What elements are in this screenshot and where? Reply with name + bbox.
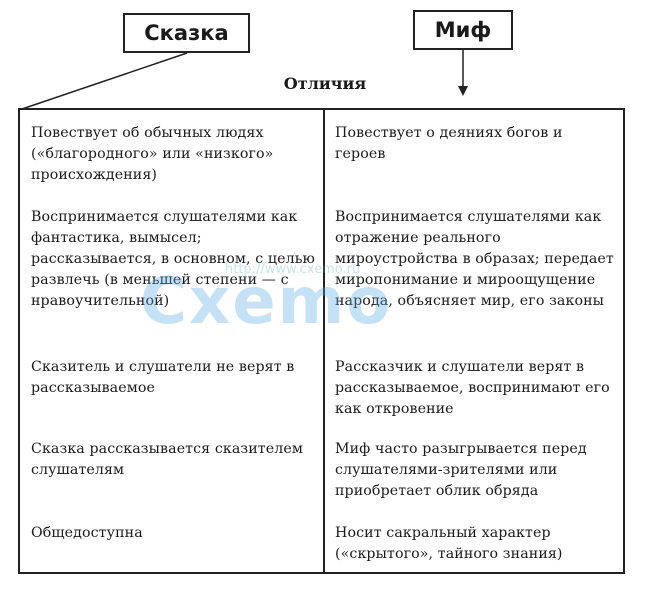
row-5-left-cell: Общедоступна bbox=[31, 525, 143, 541]
mif-title: Миф bbox=[434, 18, 492, 42]
row-1-right-cell: Повествует о деяниях богов и героев bbox=[335, 125, 563, 162]
skazka-title: Сказка bbox=[144, 21, 229, 45]
mif-header-box: Миф bbox=[413, 10, 513, 50]
row-3-right-cell: Рассказчик и слушатели верят в рассказыв… bbox=[335, 359, 610, 417]
left-connector-line bbox=[21, 52, 188, 110]
row-4-left-cell: Сказка рассказывается сказителем слушате… bbox=[31, 441, 303, 478]
row-4-right-cell: Миф часто разыгрывается перед слушателям… bbox=[335, 441, 587, 499]
comparison-table: Повествует об обычных людях («благородно… bbox=[18, 108, 625, 574]
row-2-left-cell: Воспринимается слушателями как фантастик… bbox=[31, 209, 315, 309]
row-1-left-cell: Повествует об обычных людях («благородно… bbox=[31, 125, 274, 183]
differences-label: Отличия bbox=[283, 74, 367, 93]
right-connector-arrowhead bbox=[458, 86, 468, 96]
skazka-header-box: Сказка bbox=[123, 13, 250, 53]
row-2-right-cell: Воспринимается слушателями как отражение… bbox=[335, 209, 614, 309]
column-divider bbox=[323, 110, 325, 572]
row-3-left-cell: Сказитель и слушатели не верят в рассказ… bbox=[31, 359, 295, 396]
row-5-right-cell: Носит сакральный характер («скрытого», т… bbox=[335, 525, 563, 562]
